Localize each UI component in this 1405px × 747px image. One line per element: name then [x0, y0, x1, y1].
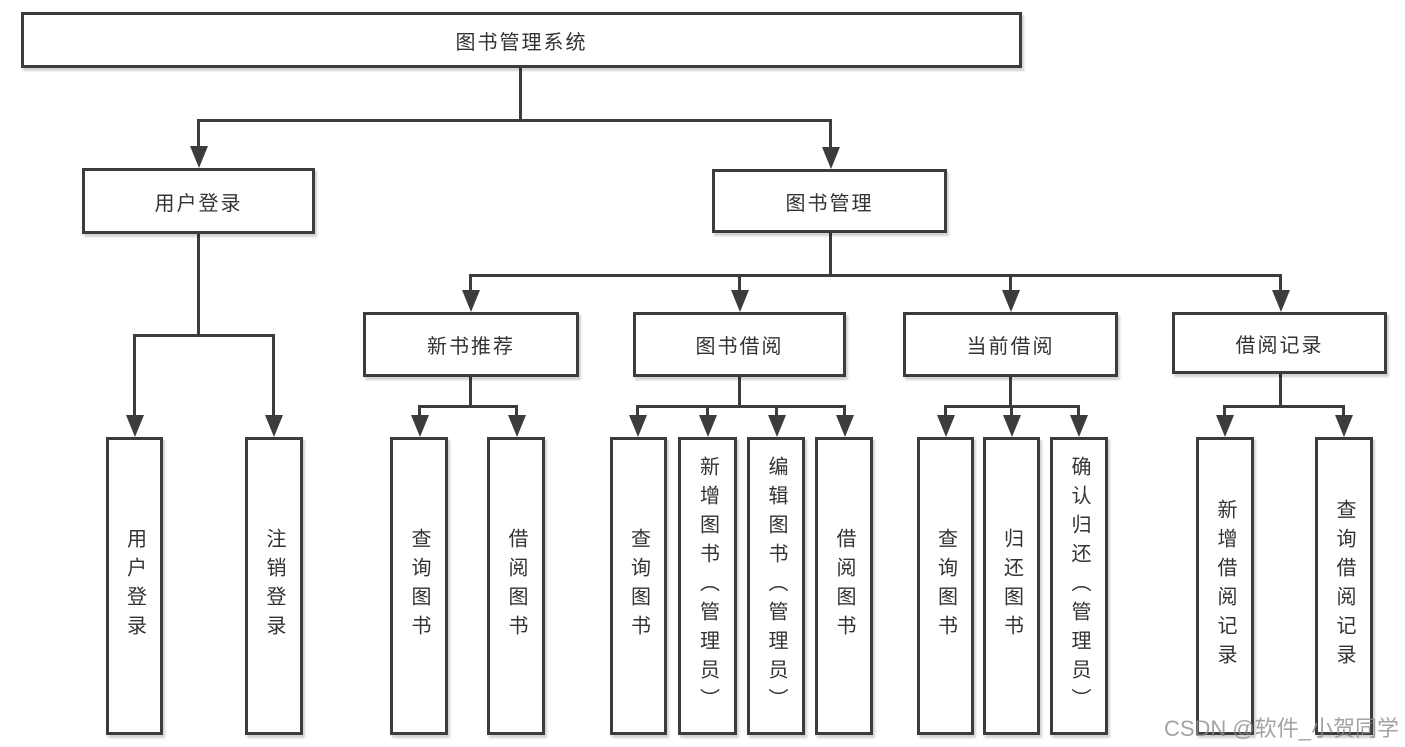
node-new-book-recommend: 新书推荐: [363, 312, 579, 377]
connector-line: [197, 119, 200, 148]
connector-line: [1010, 405, 1013, 417]
node-current-borrow-label: 当前借阅: [966, 336, 1055, 358]
arrow-down-icon: [1002, 290, 1020, 312]
connector-line: [469, 274, 1282, 277]
connector-line: [1077, 405, 1080, 417]
leaf-return-books: 归还图书: [983, 437, 1040, 735]
leaf-borrow-books-recommend-label: 借阅图书: [505, 528, 527, 644]
connector-line: [829, 232, 832, 277]
connector-line: [738, 377, 741, 408]
connector-line: [418, 405, 421, 417]
arrow-down-icon: [265, 415, 283, 437]
leaf-borrow-books-label: 借阅图书: [833, 528, 855, 644]
connector-line: [1223, 405, 1226, 417]
node-book-management: 图书管理: [712, 169, 947, 233]
leaf-logout: 注销登录: [245, 437, 303, 735]
node-user-login-label: 用户登录: [154, 192, 243, 215]
node-book-management-label: 图书管理: [785, 192, 874, 215]
node-current-borrow: 当前借阅: [903, 312, 1118, 377]
connector-line: [1342, 405, 1345, 417]
node-borrow-records-label: 借阅记录: [1235, 334, 1324, 357]
connector-line: [636, 405, 846, 408]
connector-line: [515, 405, 518, 417]
leaf-borrow-books: 借阅图书: [815, 437, 873, 735]
arrow-down-icon: [1070, 415, 1088, 437]
arrow-down-icon: [836, 415, 854, 437]
connector-line: [519, 66, 522, 121]
connector-line: [469, 377, 472, 408]
leaf-edit-books-admin-label: 编辑图书（管理员）: [765, 455, 787, 717]
node-user-login: 用户登录: [82, 168, 315, 234]
arrow-down-icon: [731, 290, 749, 312]
arrow-down-icon: [462, 290, 480, 312]
arrow-down-icon: [508, 415, 526, 437]
leaf-add-borrow-record: 新增借阅记录: [1196, 437, 1254, 735]
leaf-user-login: 用户登录: [106, 437, 163, 735]
connector-line: [829, 119, 832, 148]
arrow-down-icon: [768, 415, 786, 437]
connector-line: [706, 405, 709, 417]
leaf-query-books-recommend: 查询图书: [390, 437, 448, 735]
node-new-book-recommend-label: 新书推荐: [427, 336, 515, 358]
connector-line: [843, 405, 846, 417]
arrow-down-icon: [126, 415, 144, 437]
connector-line: [1223, 405, 1345, 408]
connector-line: [1279, 373, 1282, 408]
node-book-borrow: 图书借阅: [633, 312, 846, 377]
leaf-query-books-current: 查询图书: [917, 437, 974, 735]
leaf-add-borrow-record-label: 新增借阅记录: [1214, 499, 1236, 673]
connector-line: [1009, 274, 1012, 292]
arrow-down-icon: [629, 415, 647, 437]
arrow-down-icon: [1335, 415, 1353, 437]
leaf-logout-label: 注销登录: [263, 528, 285, 644]
arrow-down-icon: [699, 415, 717, 437]
node-book-borrow-label: 图书借阅: [695, 336, 784, 358]
connector-line: [418, 405, 518, 408]
leaf-confirm-return-admin-label: 确认归还（管理员）: [1068, 455, 1090, 717]
leaf-edit-books-admin: 编辑图书（管理员）: [747, 437, 805, 735]
leaf-query-books-borrow: 查询图书: [610, 437, 667, 735]
node-root-label: 图书管理系统: [455, 31, 588, 54]
connector-line: [133, 334, 136, 417]
connector-line: [197, 119, 832, 122]
arrow-down-icon: [822, 147, 840, 169]
leaf-add-books-admin: 新增图书（管理员）: [678, 437, 737, 735]
connector-line: [1009, 377, 1012, 408]
leaf-return-books-label: 归还图书: [1000, 528, 1023, 644]
leaf-user-login-label: 用户登录: [123, 528, 146, 644]
connector-line: [944, 405, 947, 417]
arrow-down-icon: [937, 415, 955, 437]
leaf-query-books-current-label: 查询图书: [934, 528, 957, 644]
leaf-query-borrow-record: 查询借阅记录: [1315, 437, 1373, 735]
node-borrow-records: 借阅记录: [1172, 312, 1387, 374]
connector-line: [738, 274, 741, 292]
arrow-down-icon: [411, 415, 429, 437]
node-root: 图书管理系统: [21, 12, 1022, 68]
leaf-add-books-admin-label: 新增图书（管理员）: [696, 455, 719, 717]
arrow-down-icon: [1272, 290, 1290, 312]
leaf-query-books-borrow-label: 查询图书: [627, 528, 650, 644]
connector-line: [197, 233, 200, 337]
leaf-borrow-books-recommend: 借阅图书: [487, 437, 545, 735]
leaf-query-borrow-record-label: 查询借阅记录: [1333, 499, 1355, 673]
connector-line: [272, 334, 275, 417]
connector-line: [775, 405, 778, 417]
leaf-query-books-recommend-label: 查询图书: [408, 528, 430, 644]
arrow-down-icon: [190, 146, 208, 168]
leaf-confirm-return-admin: 确认归还（管理员）: [1050, 437, 1108, 735]
arrow-down-icon: [1003, 415, 1021, 437]
connector-line: [133, 334, 275, 337]
connector-line: [1279, 274, 1282, 292]
arrow-down-icon: [1216, 415, 1234, 437]
watermark-text: CSDN @软件_小贺同学: [1163, 716, 1399, 741]
connector-line: [469, 274, 472, 292]
connector-line: [636, 405, 639, 417]
